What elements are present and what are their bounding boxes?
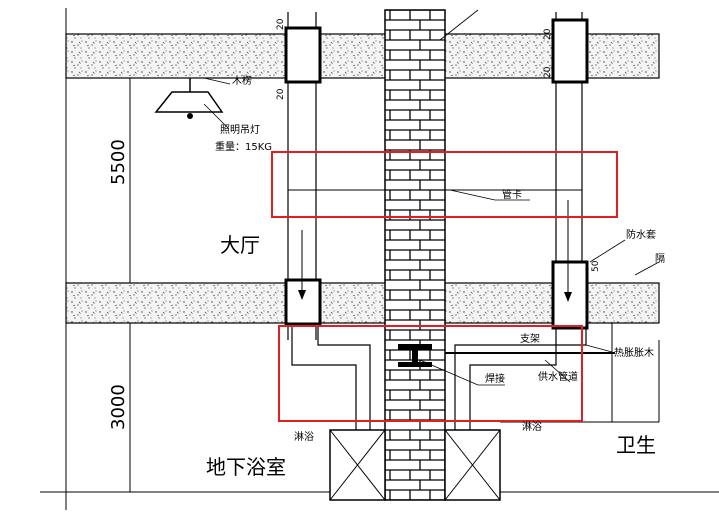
right-top-sleeve <box>551 18 589 84</box>
label-block: 木楞 <box>232 74 252 87</box>
lower-pipe-left-inner <box>317 323 371 430</box>
i-beam-bottom-flange <box>398 362 432 367</box>
left-top-sleeve <box>284 26 322 84</box>
label-water-pipe: 供水管道 <box>538 370 578 383</box>
waterproof-leader <box>589 239 626 263</box>
left-flow-arrow-head <box>298 290 306 300</box>
lamp-leader <box>203 103 229 129</box>
block-leader <box>203 77 231 85</box>
dimension-lower: 3000 <box>108 384 129 430</box>
top-wall-leader <box>439 9 479 41</box>
sleeve-dim-top-right: 20 <box>543 28 553 40</box>
left-shower-box-cross <box>329 429 386 501</box>
sleeve-dim-top-left: 20 <box>276 18 286 30</box>
water-pipe-leader <box>544 359 571 383</box>
sleeve-dim-mid-right: 50 <box>591 260 601 272</box>
insulation-leader <box>585 344 613 353</box>
label-pipe-clamp: 管卡 <box>502 188 522 201</box>
highlight-box-clamp <box>271 151 618 218</box>
label-insulation: 热胀胀木 <box>614 346 654 359</box>
right-flow-arrow-head <box>564 292 572 302</box>
label-lamp: 照明吊灯 <box>220 124 260 136</box>
label-weld: 焊接 <box>485 372 505 385</box>
left-mid-sleeve <box>284 278 322 326</box>
sleeve-dim-top-right-2: 20 <box>543 66 553 78</box>
label-bathroom: 卫生 <box>616 433 656 457</box>
clamp-leader <box>449 189 496 201</box>
i-beam-web <box>412 350 418 364</box>
label-shower: 淋浴 <box>294 430 314 443</box>
label-right-mid: 隔 <box>655 253 665 265</box>
label-bracket: 支架 <box>520 333 540 345</box>
i-beam-top-flange <box>398 344 432 350</box>
lower-pipe-right-inner <box>469 325 557 430</box>
sleeve-dim-bottom-left: 20 <box>276 88 286 100</box>
brick-wall <box>384 9 446 501</box>
label-shower-right: 淋浴 <box>522 420 542 433</box>
label-basement-bath: 地下浴室 <box>206 455 286 479</box>
right-shower-box-cross <box>444 429 501 501</box>
lamp-shade-icon <box>154 91 224 113</box>
label-waterproof: 防水套 <box>626 228 656 241</box>
weld-leader <box>419 359 479 386</box>
lamp-bulb-icon <box>187 113 193 119</box>
label-hall: 大厅 <box>220 233 260 257</box>
lower-pipe-left <box>291 323 357 430</box>
highlight-box-lower <box>278 325 583 422</box>
dimension-upper: 5500 <box>108 139 129 185</box>
right-mid-leader <box>634 261 660 276</box>
label-lamp-weight: 重量：15KG <box>215 140 272 153</box>
